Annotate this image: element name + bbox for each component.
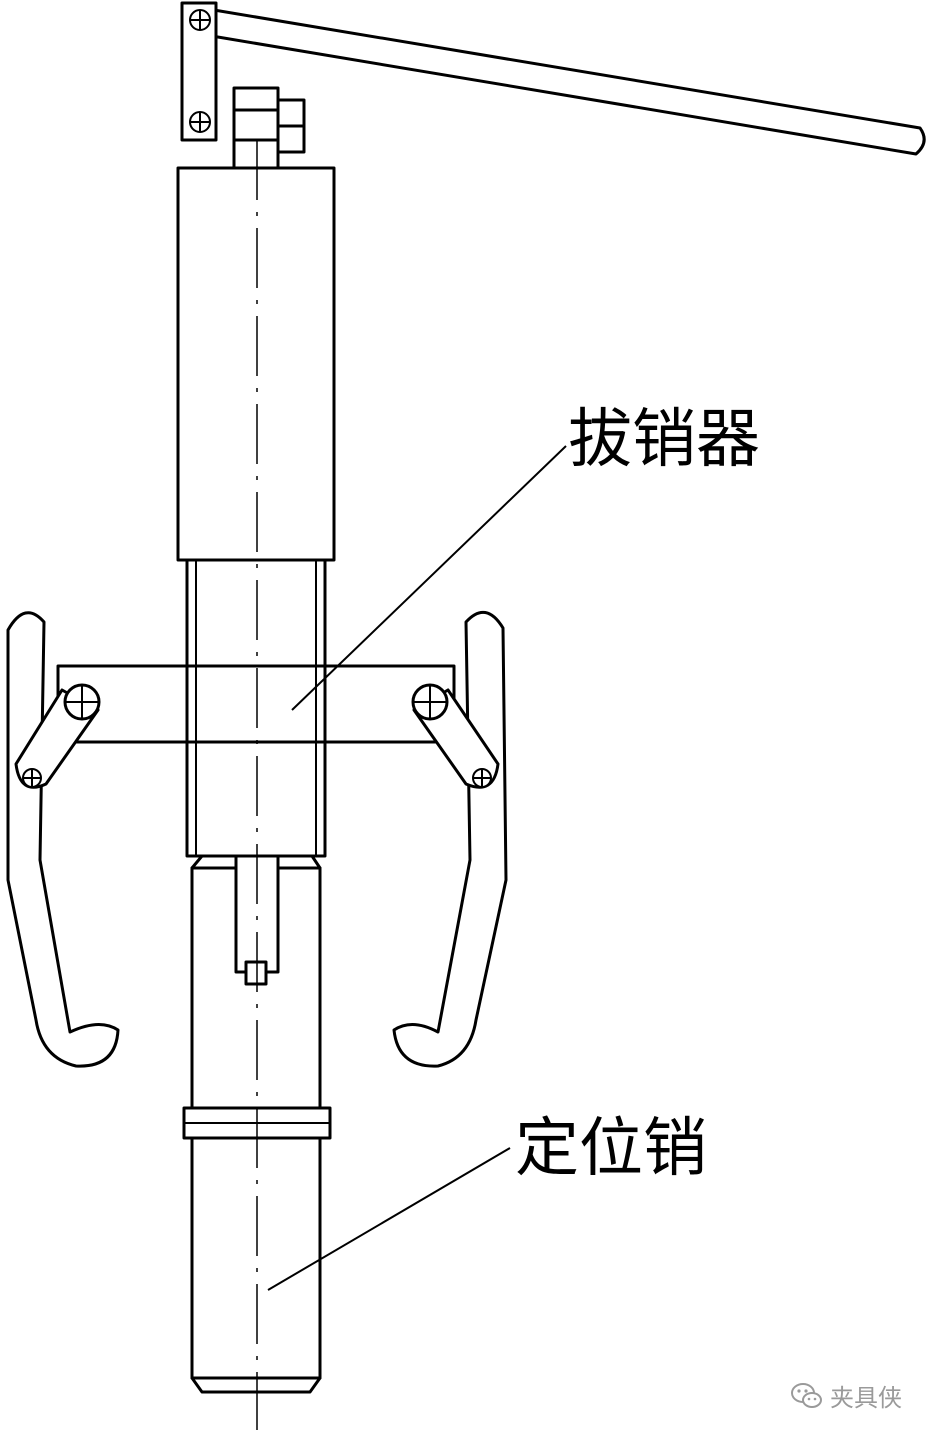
sleeve [185, 558, 327, 858]
link-plate [180, 1, 218, 142]
label-puller: 拔销器 [568, 403, 760, 477]
cylinder-body [176, 166, 336, 562]
left-jaw [6, 611, 120, 1068]
right-jaw [392, 611, 508, 1068]
locating-pin [182, 854, 332, 1394]
label-locating-pin: 定位销 [515, 1112, 707, 1186]
handle-lever [198, 6, 926, 156]
leader-puller [291, 445, 567, 711]
left-linkage [14, 683, 101, 789]
watermark: 夹具侠 [790, 1378, 902, 1413]
leader-locating-pin [267, 1147, 511, 1291]
top-fitting [232, 86, 306, 170]
right-linkage [411, 683, 500, 789]
watermark-text: 夹具侠 [830, 1384, 902, 1412]
wechat-icon [791, 1382, 822, 1408]
